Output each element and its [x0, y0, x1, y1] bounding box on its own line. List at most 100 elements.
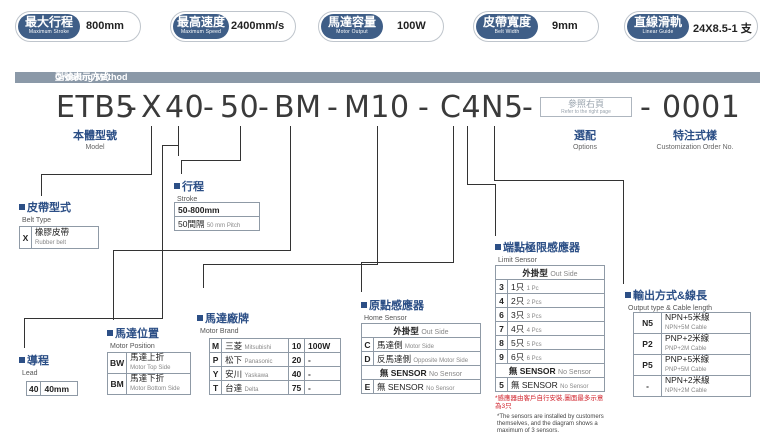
spec-motor-output: 馬達容量 Motor Output 100W — [318, 11, 444, 42]
connector-line — [113, 250, 291, 251]
connector-line — [361, 262, 454, 263]
stroke-header: 行程 Stroke — [174, 177, 204, 204]
connector-line — [494, 126, 495, 180]
table-row: 40 40mm — [25, 381, 78, 396]
table-row: C 馬達側 Motor Side — [361, 337, 481, 352]
table-row: 6 3只 3 Pcs — [495, 307, 605, 322]
spec-label: 皮帶寬度 Belt Width — [476, 14, 538, 39]
connector-line — [203, 264, 378, 265]
spec-belt-width: 皮帶寬度 Belt Width 9mm — [473, 11, 599, 42]
spec-value: 24X8.5-1 支 — [693, 23, 752, 35]
code-dash: - — [126, 90, 138, 125]
table-row: 9 6只 6 Pcs — [495, 349, 605, 364]
connector-line — [467, 184, 496, 185]
code-dash: - — [522, 90, 534, 125]
spec-label: 最大行程 Maximum Stroke — [18, 14, 80, 39]
spec-label: 最高速度 Maximum Speed — [173, 14, 229, 39]
connector-line — [453, 126, 454, 262]
output-type-header: 輸出方式&線長 Output type & Cable length — [625, 286, 712, 313]
code-belt: X — [141, 90, 163, 125]
connector-line — [181, 160, 182, 174]
motor-brand-table: M 三菱 Mitsubishi 10 100W P 松下 Panasonic 2… — [208, 338, 341, 395]
table-row: X 橡膠皮帶 Rubber belt — [19, 226, 99, 249]
code-dash: - — [640, 90, 652, 125]
home-sensor-table: 外掛型 Out Side C 馬達側 Motor Side D 反馬達側 Opp… — [361, 323, 481, 394]
code-stroke: 50 — [220, 90, 260, 125]
connector-line — [24, 318, 163, 319]
belt-type-header: 皮帶型式 Belt Type — [19, 198, 71, 225]
connector-line — [361, 262, 362, 292]
connector-line — [178, 126, 179, 156]
spec-linear-guide: 直線滑軌 Linear Guide 24X8.5-1 支 — [624, 11, 758, 42]
label-options: 選配 Options — [572, 130, 598, 151]
motor-brand-header: 馬達廠牌 Motor Brand — [197, 309, 249, 336]
code-custom: 0001 — [662, 90, 741, 125]
connector-line — [494, 180, 624, 181]
table-row: 50-800mm — [174, 202, 260, 217]
ref-box: 參照右頁 Refer to the right page — [540, 97, 632, 117]
spec-value: 100W — [397, 20, 426, 32]
table-row: D 反馬達側 Opposite Motor Side — [361, 351, 481, 366]
limit-sensor-table: 外掛型 Out Side 3 1只 1 Pc 4 2只 2 Pcs 6 3只 3… — [495, 265, 605, 392]
table-row: 7 4只 4 Pcs — [495, 321, 605, 336]
lead-header: 導程 Lead — [19, 351, 49, 378]
table-row: P 松下 Panasonic 20 - — [208, 352, 341, 367]
code-model: ETB5 — [56, 90, 135, 125]
table-row: T 台達 Delta 75 - — [208, 380, 341, 395]
code-sensor-output: C4N5 — [440, 90, 524, 125]
table-row: Y 安川 Yaskawa 40 - — [208, 366, 341, 381]
spec-value: 9mm — [552, 20, 578, 32]
connector-line — [240, 126, 241, 160]
lead-table: 40 40mm — [25, 381, 78, 396]
label-customization: 特注式樣 Customization Order No. — [656, 130, 734, 151]
home-sensor-header: 原點感應器 Home Sensor — [361, 296, 424, 323]
spec-value: 800mm — [86, 20, 124, 32]
limit-sensor-note-zh: *感應器由客戶自行安裝,圖面最多示意為3只 — [495, 395, 604, 410]
table-row: M 三菱 Mitsubishi 10 100W — [208, 338, 341, 353]
table-row: 無 SENSOR No Sensor — [495, 363, 605, 378]
code-motor-brand: M10 — [344, 90, 410, 125]
spec-max-speed: 最高速度 Maximum Speed 2400mm/s — [170, 11, 296, 42]
connector-line — [203, 264, 204, 288]
table-row: 3 1只 1 Pc — [495, 279, 605, 294]
connector-line — [495, 184, 496, 236]
connector-line — [151, 126, 152, 174]
motor-position-header: 馬達位置 Motor Position — [107, 324, 159, 351]
belt-type-table: X 橡膠皮帶 Rubber belt — [19, 226, 99, 249]
table-row: 4 2只 2 Pcs — [495, 293, 605, 308]
connector-line — [162, 145, 163, 318]
label-body-model: 本體型號 Model — [73, 130, 117, 151]
code-dash: - — [327, 90, 339, 125]
spec-label: 直線滑軌 Linear Guide — [627, 14, 689, 39]
code-motor-position: BM — [274, 90, 322, 125]
table-row: 外掛型 Out Side — [495, 265, 605, 280]
table-row: E 無 SENSOR No Sensor — [361, 379, 481, 394]
connector-line — [290, 126, 291, 250]
ordering-method-bar: 型號表示方式 Ordering Method — [15, 72, 760, 83]
spec-max-stroke: 最大行程 Maximum Stroke 800mm — [15, 11, 141, 42]
code-dash: - — [203, 90, 215, 125]
table-row: 50間隔 50 mm Pitch — [174, 216, 260, 231]
connector-line — [181, 160, 241, 161]
spec-value: 2400mm/s — [231, 20, 285, 32]
connector-line — [162, 145, 179, 146]
table-row: 5 無 SENSOR No Sensor — [495, 377, 605, 392]
connector-line — [24, 318, 25, 348]
connector-line — [623, 180, 624, 284]
spec-label: 馬達容量 Motor Output — [321, 14, 383, 39]
code-lead: 40 — [165, 90, 205, 125]
code-dash: - — [258, 90, 270, 125]
stroke-table: 50-800mm 50間隔 50 mm Pitch — [174, 202, 260, 231]
connector-line — [377, 126, 378, 264]
limit-sensor-header: 端點極限感應器 Limit Sensor — [495, 238, 580, 265]
connector-line — [41, 174, 152, 175]
